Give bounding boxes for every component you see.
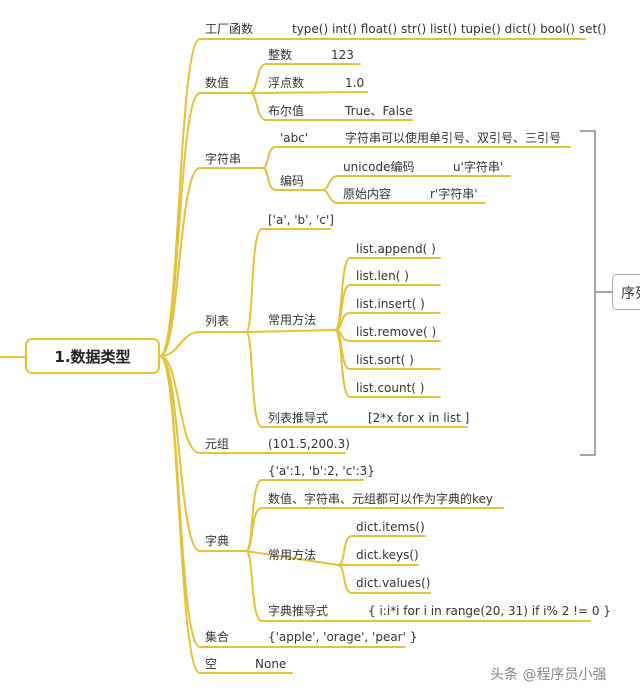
list-method: list.insert( )	[356, 297, 425, 311]
list-method: list.count( )	[356, 381, 425, 395]
tuple-value: (101.5,200.3)	[268, 437, 350, 451]
string-quote-note: 字符串可以使用单引号、双引号、三引号	[345, 131, 562, 145]
dict-key-note: 数值、字符串、元组都可以作为字典的key	[268, 492, 494, 506]
dict-method: dict.keys()	[356, 548, 419, 562]
int-value: 123	[331, 48, 354, 62]
int-label: 整数	[268, 48, 293, 62]
list-example: ['a', 'b', 'c']	[268, 213, 334, 227]
dict-method: dict.items()	[356, 520, 425, 534]
list-comp-value: [2*x for x in list ]	[368, 411, 470, 425]
encoding-label: 编码	[280, 174, 305, 188]
root-node[interactable]: 1.数据类型	[25, 338, 160, 374]
list-method: list.sort( )	[356, 353, 414, 367]
factory-label: 工厂函数	[205, 22, 254, 36]
list-comp-label: 列表推导式	[268, 411, 329, 425]
raw-value: r'字符串'	[430, 187, 478, 201]
float-label: 浮点数	[268, 76, 305, 90]
factory-value: type() int() float() str() list() tupie(…	[292, 22, 607, 36]
sequence-bracket	[580, 130, 612, 456]
dict-example: {'a':1, 'b':2, 'c':3}	[268, 464, 375, 478]
dict-methods-label: 常用方法	[268, 548, 317, 562]
bool-label: 布尔值	[268, 104, 305, 118]
none-label: 空	[205, 657, 218, 671]
dict-comp-label: 字典推导式	[268, 604, 329, 618]
float-value: 1.0	[345, 76, 365, 90]
dict-method: dict.values()	[356, 576, 431, 590]
watermark: 头条 @程序员小强	[490, 667, 607, 683]
unicode-value: u'字符串'	[453, 160, 504, 174]
tuple-label: 元组	[205, 437, 230, 451]
none-value: None	[255, 657, 287, 671]
raw-label: 原始内容	[343, 187, 392, 201]
string-abc: 'abc'	[280, 131, 309, 145]
dict-comp-value: { i:i*i for i in range(20, 31) if i% 2 !…	[368, 604, 611, 618]
list-method: list.len( )	[356, 269, 409, 283]
list-methods-label: 常用方法	[268, 313, 317, 327]
string-label: 字符串	[205, 152, 242, 166]
set-label: 集合	[205, 630, 230, 644]
set-value: {'apple', 'orage', 'pear' }	[268, 630, 418, 644]
bool-value: True、False	[345, 104, 413, 118]
list-label: 列表	[205, 314, 230, 328]
sequence-node[interactable]: 序列	[612, 274, 640, 310]
dict-label: 字典	[205, 534, 230, 548]
number-label: 数值	[205, 76, 230, 90]
list-method: list.remove( )	[356, 325, 437, 339]
unicode-label: unicode编码	[343, 160, 415, 174]
list-method: list.append( )	[356, 242, 436, 256]
